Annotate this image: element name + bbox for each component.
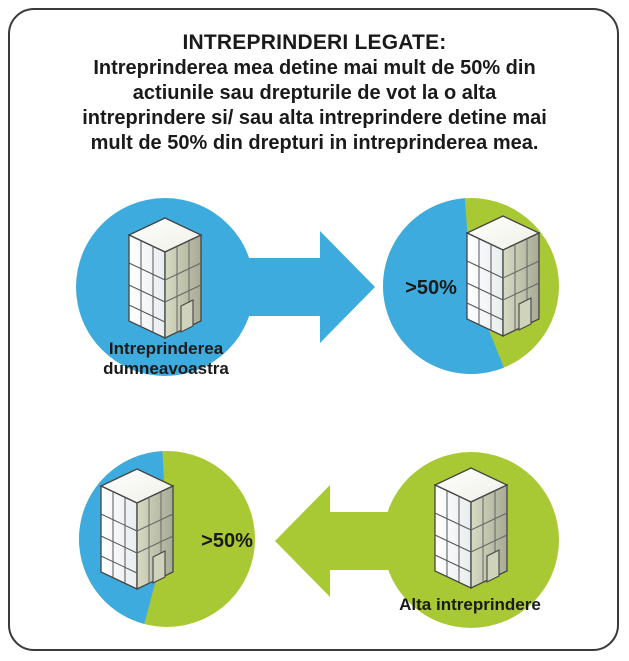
other-enterprise-building-icon-bottom: [434, 467, 508, 589]
ownership-share-wedge-top: [383, 198, 504, 374]
header-line-3: intreprindere si/ sau alta intreprindere…: [82, 107, 547, 129]
other-enterprise-label: Alta intreprindere: [399, 595, 541, 614]
my-enterprise-label-line-2: dumneavoastra: [103, 359, 229, 378]
header-line-2: actiunile sau drepturile de vot la o alt…: [132, 82, 497, 104]
my-enterprise-building-icon-bottom: [100, 468, 174, 590]
right-arrow-icon: [247, 231, 375, 343]
header-line-1: Intreprinderea mea detine mai mult de 50…: [93, 57, 536, 79]
percent-label-top: >50%: [405, 277, 457, 299]
my-enterprise-building-icon: [128, 217, 202, 339]
header: INTREPRINDERI LEGATE: Intreprinderea mea…: [20, 30, 609, 156]
left-arrow-icon: [275, 485, 400, 597]
other-enterprise-building-icon-top: [466, 215, 540, 337]
my-enterprise-label-line-1: Intreprinderea: [109, 339, 224, 358]
percent-label-bottom: >50%: [201, 530, 253, 552]
header-line-4: mult de 50% din drepturi in intreprinder…: [90, 132, 539, 154]
header-title: INTREPRINDERI LEGATE:: [182, 31, 447, 54]
